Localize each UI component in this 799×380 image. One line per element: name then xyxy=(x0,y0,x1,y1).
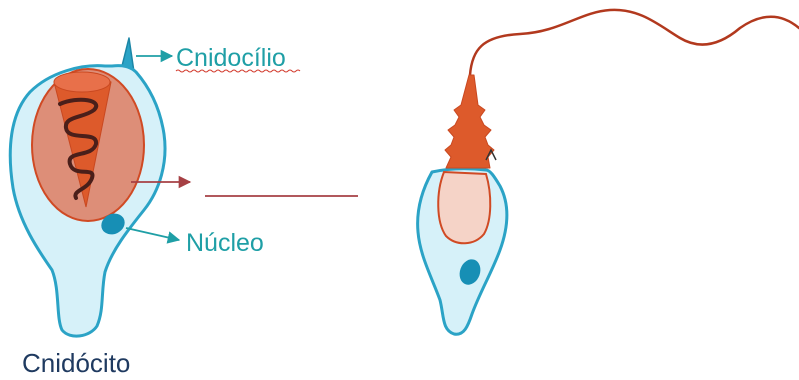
nucleus-label: Núcleo xyxy=(186,229,264,257)
nucleus-pointer xyxy=(126,228,179,240)
tube-opening xyxy=(54,72,110,92)
empty-capsule xyxy=(438,172,490,243)
cnidocyte-undischarged xyxy=(10,38,165,336)
cnidocyte-discharged xyxy=(418,10,799,334)
discharged-filament xyxy=(470,10,799,75)
cnidocil-label: Cnidocílio xyxy=(176,44,286,72)
cnidocyte-title: Cnidócito xyxy=(22,348,130,378)
everted-barbed-tube xyxy=(445,75,494,168)
